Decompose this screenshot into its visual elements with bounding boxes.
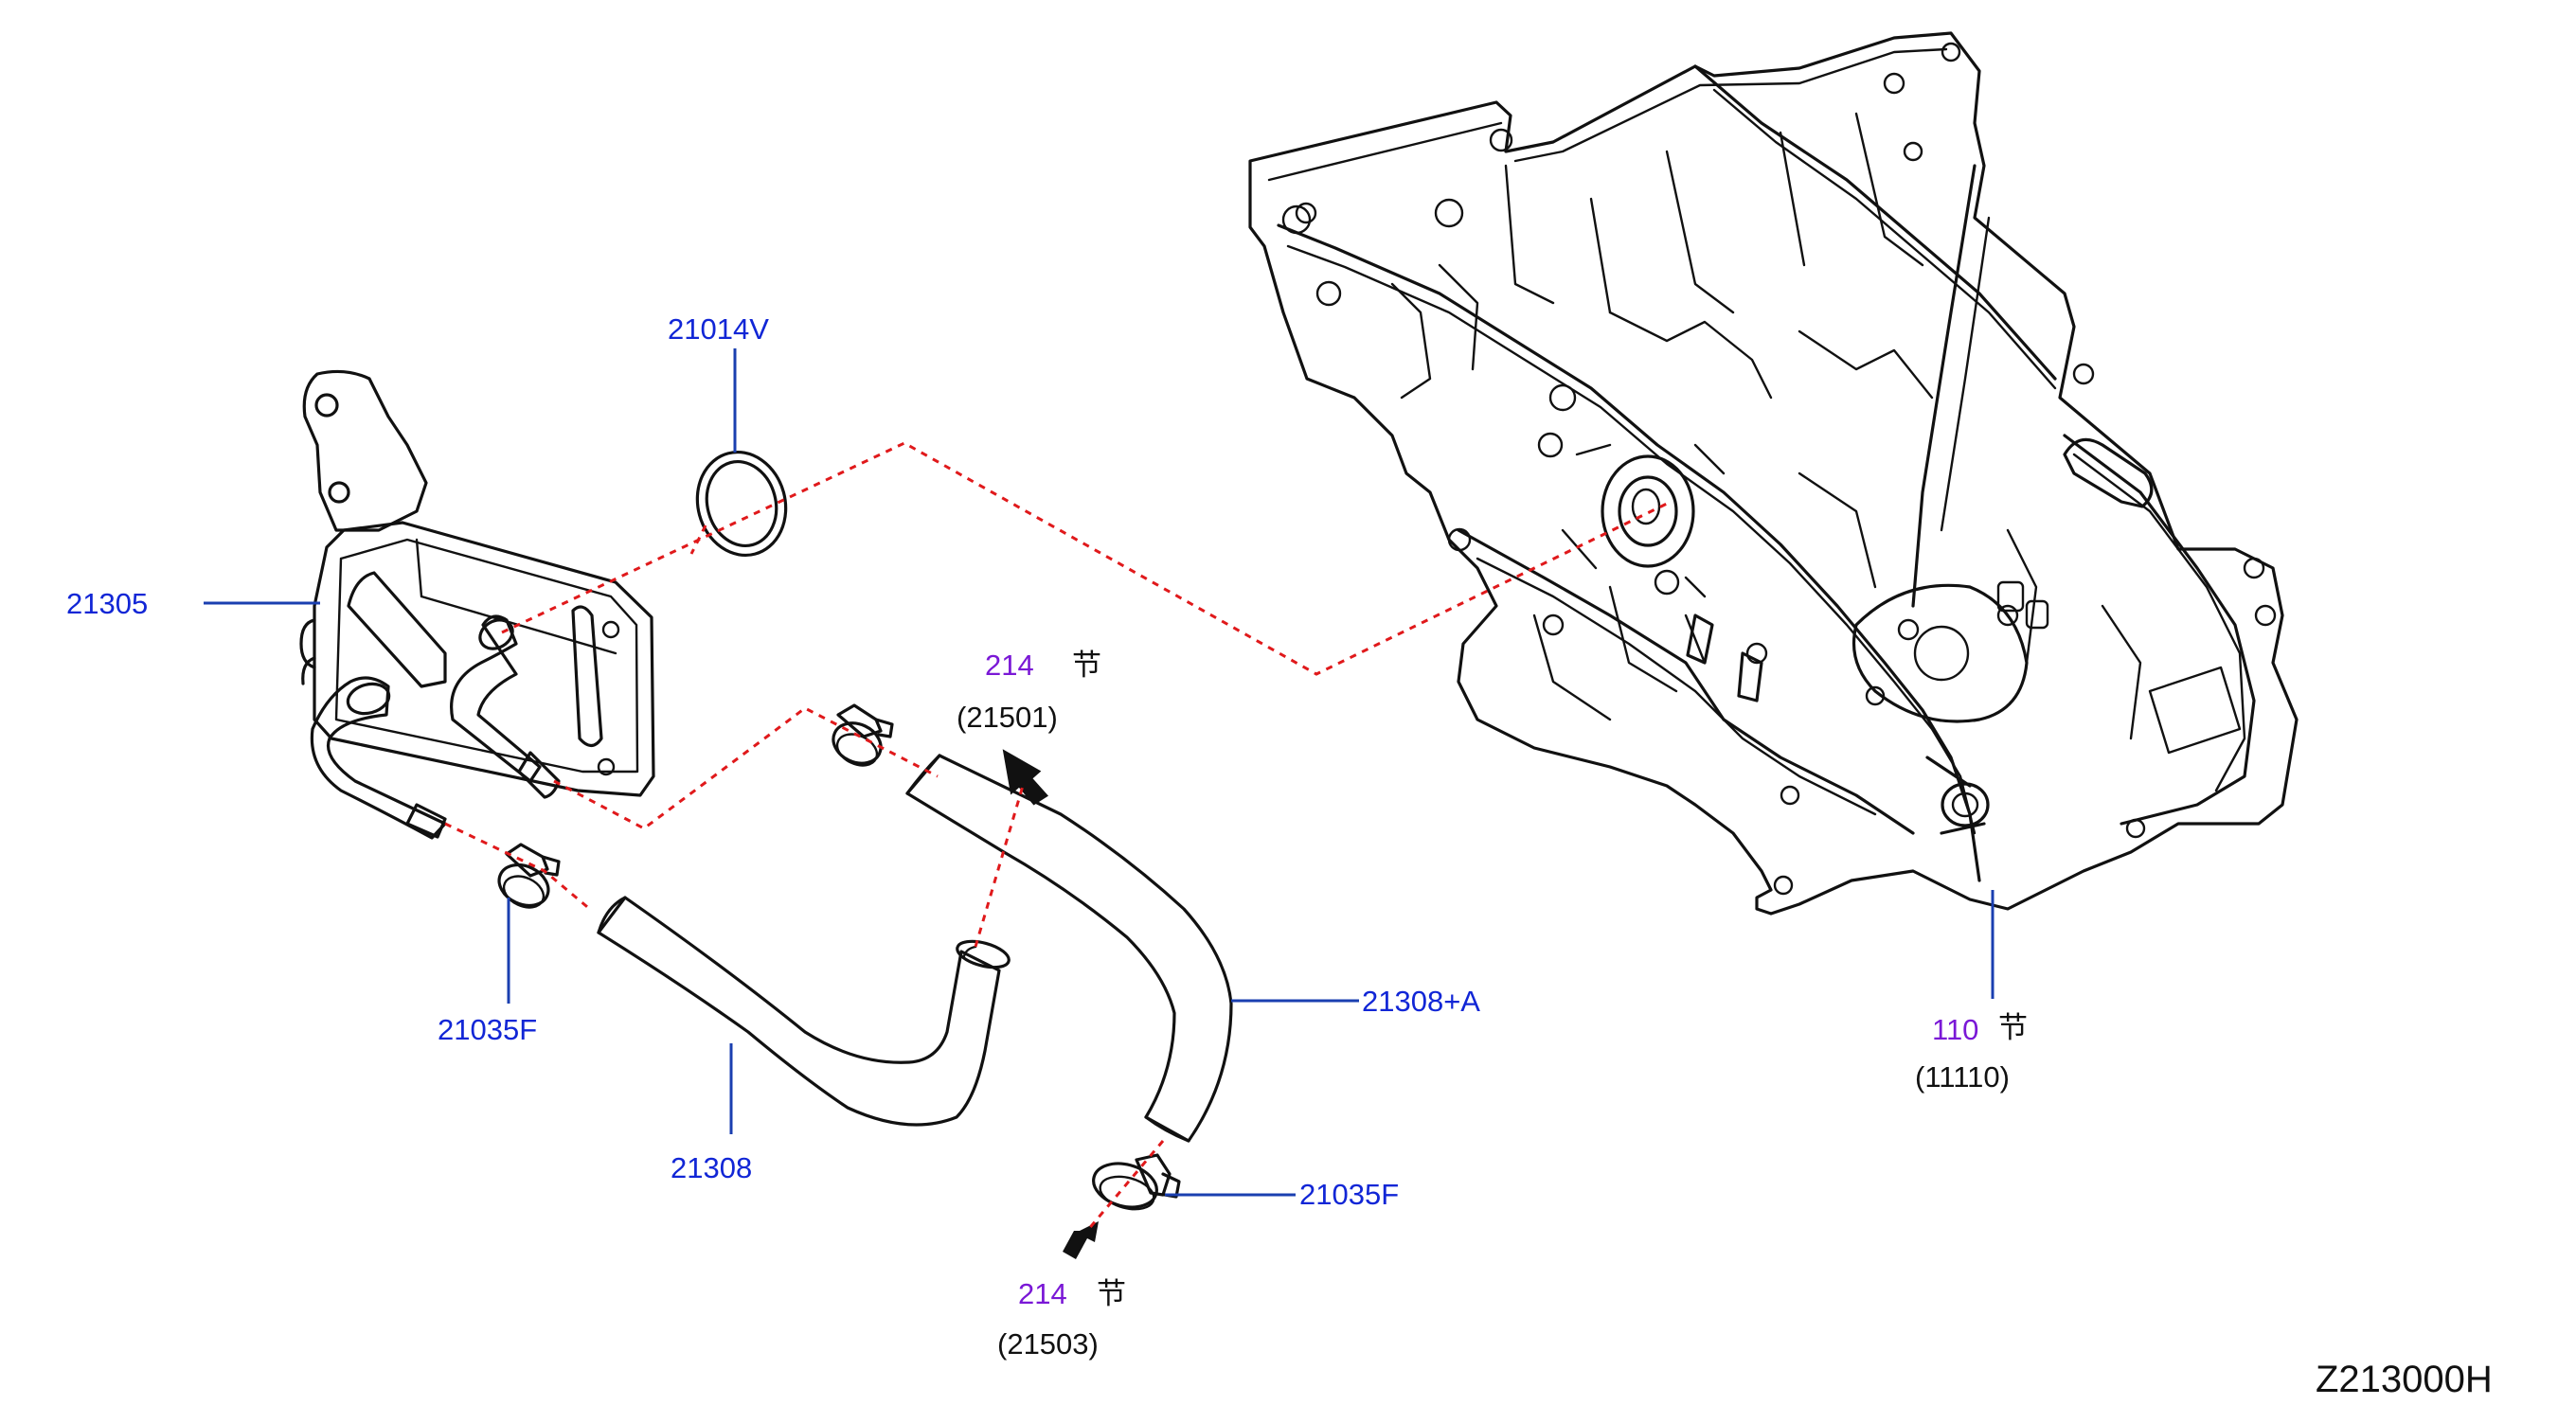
connection-lines bbox=[444, 441, 1668, 1232]
label-21035f-left: 21035F bbox=[438, 1013, 537, 1046]
dashed-line-cooler-to-21308 bbox=[444, 822, 593, 913]
reference-11110: (11110) bbox=[1915, 1060, 2010, 1094]
label-21308a: 21308+A bbox=[1362, 985, 1480, 1018]
diagram-code: Z213000H bbox=[2316, 1359, 2493, 1400]
hose-clamp-top-drawing bbox=[832, 703, 894, 767]
label-21035f-bottom: 21035F bbox=[1299, 1178, 1399, 1211]
section-214-bottom-mark: 节 bbox=[1097, 1277, 1126, 1310]
dashed-line-21308-to-arrow bbox=[974, 785, 1025, 948]
dashed-line-cooler-to-21308a bbox=[553, 706, 939, 830]
dashed-line-21308a-to-arrow bbox=[1085, 1140, 1165, 1232]
hose-clamp-bottom-drawing bbox=[1092, 1153, 1181, 1211]
labels: 21014V 21305 21035F 21308 21308+A 21035F… bbox=[66, 312, 2493, 1400]
hose-21308a-drawing bbox=[905, 754, 1233, 1143]
hose-21308-drawing bbox=[597, 896, 1011, 1127]
section-214-top: 214 bbox=[985, 649, 1034, 682]
oil-cooler-drawing bbox=[299, 369, 655, 840]
leader-lines bbox=[204, 348, 1995, 1197]
label-21305: 21305 bbox=[66, 587, 148, 620]
section-214-top-mark: 节 bbox=[1072, 649, 1101, 682]
cylinder-block-drawing bbox=[1248, 31, 2299, 916]
reference-21503: (21503) bbox=[997, 1327, 1099, 1361]
hose-clamp-left-drawing bbox=[497, 843, 561, 909]
dashed-line-cooler-to-block bbox=[501, 441, 1668, 676]
o-ring-drawing bbox=[695, 450, 788, 558]
dashed-line-oring bbox=[689, 525, 707, 555]
arrow-to-21501-icon bbox=[1002, 749, 1048, 806]
label-21308: 21308 bbox=[671, 1151, 752, 1184]
section-110: 110 bbox=[1932, 1013, 1978, 1046]
reference-21501: (21501) bbox=[957, 701, 1058, 734]
arrow-to-21503-icon bbox=[1063, 1221, 1099, 1259]
section-214-bottom: 214 bbox=[1018, 1277, 1067, 1310]
label-21014v: 21014V bbox=[668, 312, 769, 346]
section-110-mark: 节 bbox=[1998, 1011, 2028, 1044]
